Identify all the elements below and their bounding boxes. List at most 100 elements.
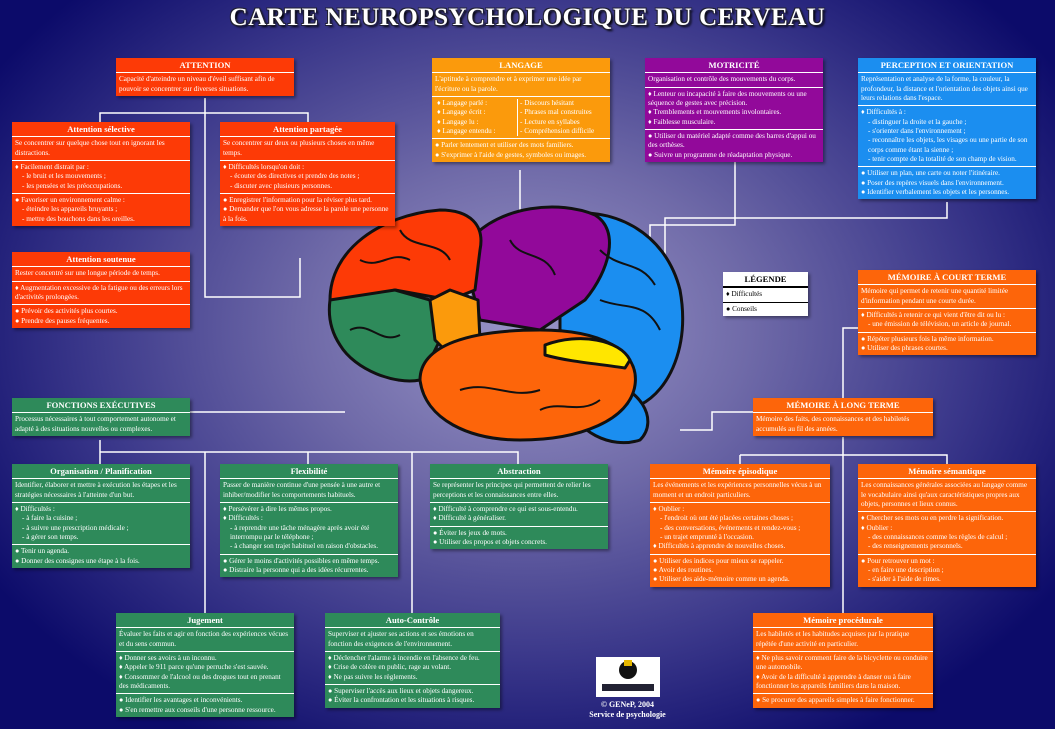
sub-item: - tenir compte de la totalité de son cha… <box>868 155 1017 164</box>
selective-section: ● Favoriser un environnement calme :- ét… <box>12 192 190 226</box>
episodique-description: Les événements et les expériences person… <box>653 481 822 499</box>
court-section: ● Répéter plusieurs fois la même informa… <box>858 331 1036 356</box>
difficulty-item: ♦ Crise de colère en public, rage au vol… <box>328 663 452 672</box>
flexibilite-title: Flexibilité <box>220 464 398 480</box>
partagee-description: Se concentrer sur deux ou plusieurs chos… <box>223 139 375 157</box>
procedurale-title: Mémoire procédurale <box>753 613 933 629</box>
selective-description: Se concentrer sur quelque chose tout en … <box>15 139 165 157</box>
autocontrole-description: Superviser et ajuster ses actions et ses… <box>328 630 474 648</box>
sub-item: - éteindre les appareils bruyants ; <box>22 205 118 214</box>
semantique-title: Mémoire sémantique <box>858 464 1036 480</box>
advice-item: ● Suivre un programme de réadaptation ph… <box>648 150 793 159</box>
advice-item: ● Donner des consignes une étape à la fo… <box>15 556 140 565</box>
selective-section: ♦ Facilement distrait par :- le bruit et… <box>12 159 190 193</box>
advice-item: ● Conseils <box>726 304 757 313</box>
advice-item: ● Favoriser un environnement calme : <box>15 195 125 204</box>
sub-item: - à gérer son temps. <box>22 532 79 541</box>
difficulty-item: ♦ Oublier : <box>653 504 685 513</box>
advice-item: ● Utiliser des phrases courtes. <box>861 343 948 352</box>
episodique-title: Mémoire épisodique <box>650 464 830 480</box>
advice-item: ● Tenir un agenda. <box>15 547 69 556</box>
semantique-section: ● Pour retrouver un mot :- en faire une … <box>858 553 1036 587</box>
sub-item: - reconnaître les objets, les visages ou… <box>868 136 1028 154</box>
advice-item: ● Demander que l'on vous adresse la paro… <box>223 205 389 223</box>
service-name: Service de psychologie <box>589 710 666 719</box>
jugement-section: ● Identifier les avantages et inconvénie… <box>116 693 294 717</box>
autocontrole-title: Auto-Contrôle <box>325 613 500 629</box>
advice-item: ● Utiliser un plan, une carte ou noter l… <box>861 169 1000 178</box>
motricite-description: Organisation et contrôle des mouvements … <box>648 75 796 84</box>
difficulty-item: ♦ Ne plus savoir comment faire de la bic… <box>756 653 928 672</box>
langage-symptom-table: ♦ Langage parlé :- Discours hésitant♦ La… <box>432 95 610 138</box>
advice-item: ● Utiliser des indices pour mieux se rap… <box>653 556 784 565</box>
flexibilite-section: ● Gérer le moins d'activités possibles e… <box>220 553 398 578</box>
semantique-section: ♦ Chercher ses mots ou en perdre la sign… <box>858 511 1036 553</box>
difficulty-item: ♦ Oublier : <box>861 523 893 532</box>
advice-item: ● Éviter la confrontation et les situati… <box>328 696 475 705</box>
difficulty-item: ♦ Difficultés à apprendre de nouvelles c… <box>653 542 786 551</box>
sub-item: - à reprendre une tâche ménagère après a… <box>230 523 370 541</box>
table-value: - Compréhension difficile <box>520 126 595 135</box>
attention-description: Capacité d'atteindre un niveau d'éveil s… <box>119 75 275 93</box>
legende-title: LÉGENDE <box>723 272 808 288</box>
brain-temporal-yellow <box>543 337 632 370</box>
flexibilite-description: Passer de manière continue d'une pensée … <box>223 481 381 499</box>
copyright: © GENeP, 2004 <box>600 700 654 709</box>
difficulty-item: ♦ Difficultés <box>726 290 763 299</box>
sub-item: - écouter des directives et prendre des … <box>230 172 360 181</box>
court-description: Mémoire qui permet de retenir une quanti… <box>861 287 1009 305</box>
sub-item: - les pensées et les préoccupations. <box>22 181 123 190</box>
brain-parietal-purple <box>468 205 611 332</box>
organisation-section: ● Tenir un agenda.● Donner des consignes… <box>12 544 190 568</box>
difficulty-item: ♦ Consommer de l'alcool ou des drogues t… <box>119 672 281 690</box>
advice-item: ● Utiliser des aide-mémoire comme un age… <box>653 575 790 584</box>
difficulty-item: ♦ Difficulté à généraliser. <box>433 514 506 523</box>
selective-title: Attention sélective <box>12 122 190 138</box>
credit: © GENeP, 2004 Service de psychologie <box>560 700 695 720</box>
abstraction-title: Abstraction <box>430 464 608 480</box>
table-label: ♦ Langage lu : <box>435 117 519 127</box>
soutenue-section: ♦ Augmentation excessive de la fatigue o… <box>12 280 190 305</box>
advice-item: ● Prévoir des activités plus courtes. <box>15 307 118 316</box>
langage-title: LANGAGE <box>432 58 610 74</box>
advice-item: ● Enregistrer l'information pour la révi… <box>223 195 372 204</box>
organisation-title: Organisation / Planification <box>12 464 190 480</box>
legende-section: ♦ Difficultés <box>723 287 808 301</box>
table-value: - Lecture en syllabes <box>520 117 580 126</box>
advice-item: ● S'exprimer à l'aide de gestes, symbole… <box>435 150 587 159</box>
abstraction-section: ● Éviter les jeux de mots.● Utiliser des… <box>430 525 608 550</box>
soutenue-description: Rester concentré sur une longue période … <box>15 269 160 278</box>
difficulty-item: ♦ Difficultés : <box>15 504 55 513</box>
difficulty-item: ♦ Chercher ses mots ou en perdre la sign… <box>861 514 1004 523</box>
difficulty-item: ♦ Donner ses avoirs à un inconnu. <box>119 653 217 662</box>
long-title: MÉMOIRE À LONG TERME <box>753 398 933 414</box>
difficulty-item: ♦ Difficultés à retenir ce qui vient d'ê… <box>861 310 1005 319</box>
procedurale-description: Les habiletés et les habitudes acquises … <box>756 630 910 648</box>
advice-item: ● Répéter plusieurs fois la même informa… <box>861 334 994 343</box>
page-title: CARTE NEUROPSYCHOLOGIQUE DU CERVEAU <box>229 4 826 31</box>
sub-item: - des renseignements personnels. <box>868 542 963 551</box>
advice-item: ● Avoir des routines. <box>653 566 714 575</box>
advice-item: ● Superviser l'accès aux lieux et objets… <box>328 686 474 695</box>
sub-item: - à changer son trajet habituel en raiso… <box>230 542 378 551</box>
sub-item: - s'orienter dans l'environnement ; <box>868 126 966 135</box>
episodique-section: ♦ Oublier :- l'endroit où ont été placée… <box>650 501 830 554</box>
organisation-section: ♦ Difficultés :- à faire la cuisine ;- à… <box>12 501 190 544</box>
court-section: ♦ Difficultés à retenir ce qui vient d'ê… <box>858 307 1036 332</box>
autocontrole-section: ● Superviser l'accès aux lieux et objets… <box>325 683 500 708</box>
difficulty-item: ♦ Appeler le 911 parce qu'une perruche s… <box>119 663 269 672</box>
soutenue-title: Attention soutenue <box>12 252 190 268</box>
perception-description: Représentation et analyse de la forme, l… <box>861 75 1028 102</box>
advice-item: ● Prendre des pauses fréquentes. <box>15 316 110 325</box>
sub-item: - l'endroit où ont été placées certaines… <box>660 514 794 523</box>
